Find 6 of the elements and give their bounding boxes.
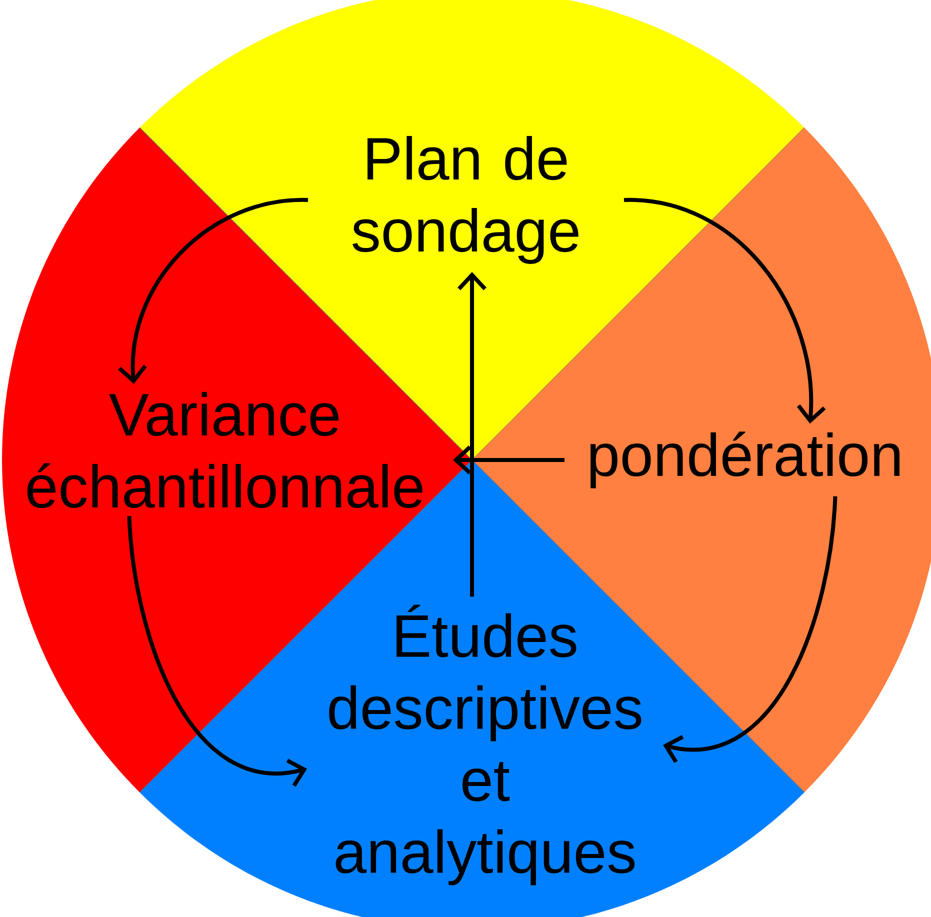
- arrow: [663, 496, 838, 763]
- arrow: [453, 446, 564, 474]
- arrow: [624, 198, 826, 424]
- arrow: [118, 198, 308, 384]
- arrow: [458, 272, 486, 597]
- arrow: [127, 516, 307, 787]
